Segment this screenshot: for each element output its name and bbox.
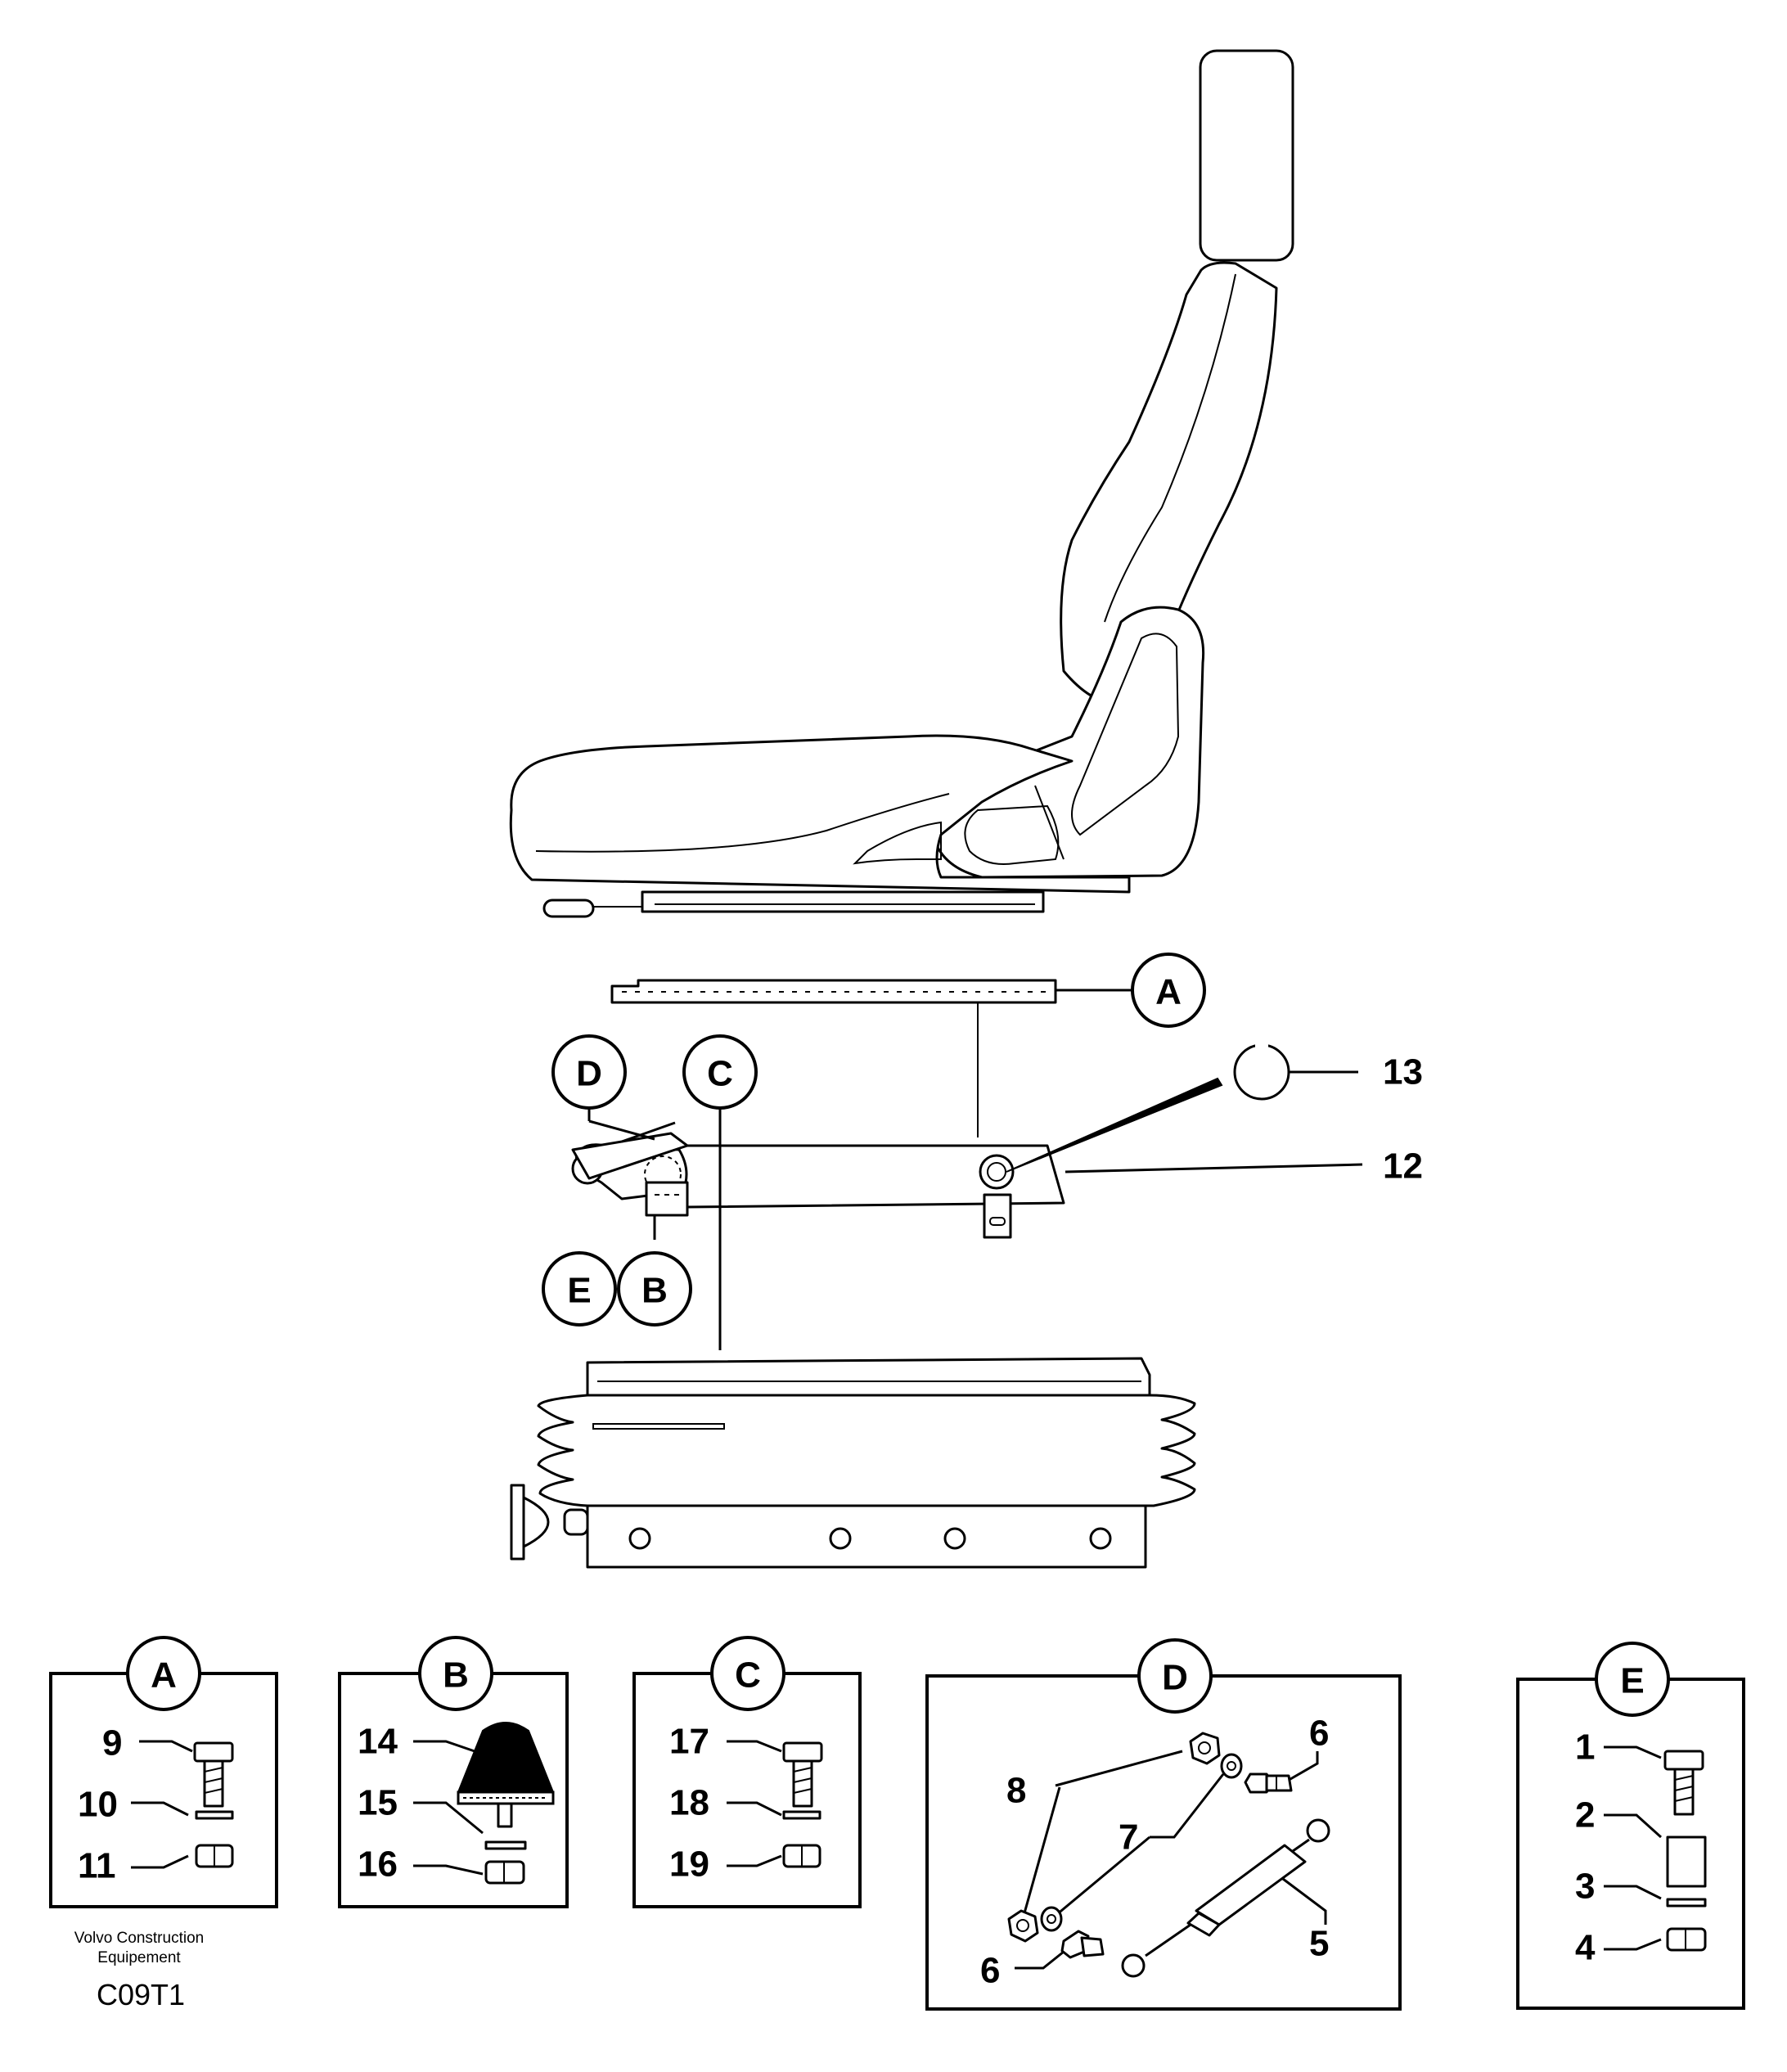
washer-10 (195, 1810, 234, 1820)
svg-text:D: D (576, 1054, 602, 1094)
pivot-right (979, 1154, 1015, 1190)
svg-text:C: C (735, 1655, 761, 1696)
svg-text:10: 10 (78, 1785, 118, 1825)
seat-slide-rail (641, 890, 1045, 913)
bolt-17 (782, 1741, 823, 1808)
drawing-code: C09T1 (97, 1978, 185, 2011)
svg-text:B: B (443, 1655, 469, 1696)
svg-text:3: 3 (1575, 1867, 1595, 1907)
scissor-frame (571, 1121, 1065, 1239)
detail-box-A: A 9 10 11 (49, 1636, 278, 1908)
nut-8-upper (1189, 1732, 1221, 1765)
suspension-base (510, 1357, 1196, 1569)
callout-E: E (542, 1251, 617, 1327)
washer-15 (484, 1840, 527, 1850)
label-13: 13 (1383, 1052, 1423, 1092)
nut-8-lower (1007, 1909, 1039, 1943)
knob-shaft (563, 1508, 589, 1536)
ball-stud-6-lower (1060, 1930, 1105, 1959)
headrest (1199, 49, 1294, 262)
detail-box-D: D 8 7 6 6 5 (925, 1638, 1402, 2011)
bolt-1 (1663, 1750, 1704, 1816)
brand-block: Volvo Construction Equipement C09T1 (74, 1930, 204, 2011)
svg-text:E: E (567, 1271, 591, 1311)
bolt-9 (193, 1741, 234, 1808)
washer-7-upper (1220, 1753, 1243, 1779)
svg-text:2: 2 (1575, 1795, 1595, 1836)
svg-text:5: 5 (1309, 1924, 1329, 1964)
svg-text:D: D (1162, 1658, 1188, 1698)
svg-text:1: 1 (1575, 1727, 1595, 1768)
cushion-seam (535, 793, 950, 853)
recliner-cutout-upper (1071, 633, 1180, 836)
svg-text:9: 9 (102, 1723, 122, 1763)
spacer-2 (1666, 1836, 1707, 1888)
detail-box-B: B 14 15 16 (338, 1636, 569, 1908)
recliner-rib (1034, 785, 1065, 860)
svg-text:17: 17 (669, 1722, 709, 1762)
svg-text:C: C (707, 1054, 733, 1094)
svg-text:7: 7 (1119, 1818, 1138, 1858)
svg-text:B: B (641, 1271, 668, 1311)
seat-cushion (509, 734, 1131, 894)
lever-arm (571, 1132, 689, 1180)
ball-stud-6-upper (1244, 1772, 1293, 1794)
knob-front (510, 1484, 525, 1561)
circlip-13 (1233, 1043, 1290, 1101)
svg-text:8: 8 (1006, 1771, 1026, 1811)
callout-C: C (682, 1034, 758, 1110)
callout-B: B (617, 1251, 692, 1327)
bellows (537, 1394, 1196, 1507)
washer-7-lower (1040, 1906, 1063, 1932)
slide-handle (542, 899, 595, 918)
svg-text:E: E (1620, 1661, 1644, 1701)
detail-box-C: C 17 18 19 (632, 1636, 862, 1908)
svg-text:6: 6 (1309, 1714, 1329, 1754)
svg-text:4: 4 (1575, 1928, 1596, 1968)
brand-line-2: Equipement (97, 1949, 181, 1966)
svg-text:18: 18 (669, 1783, 709, 1823)
cushion-adjust-lever (853, 821, 942, 865)
detail-box-E: E 1 2 3 4 (1516, 1642, 1745, 2010)
washer-3 (1666, 1898, 1707, 1908)
callout-A: A (1131, 953, 1206, 1028)
rubber-buffer-14 (457, 1722, 555, 1828)
gas-spring-5 (1121, 1818, 1330, 1978)
svg-text:14: 14 (358, 1722, 398, 1762)
washer-18 (782, 1810, 821, 1820)
base-plate (586, 1504, 1147, 1569)
bracket (983, 1193, 1012, 1239)
upper-rail-plate (610, 979, 1057, 1137)
svg-text:11: 11 (78, 1846, 116, 1886)
backrest-seam (1104, 273, 1236, 623)
svg-text:15: 15 (358, 1783, 398, 1823)
callout-D: D (551, 1034, 627, 1110)
svg-text:6: 6 (980, 1951, 1000, 1991)
svg-text:19: 19 (669, 1845, 709, 1885)
label-12: 12 (1383, 1146, 1423, 1187)
svg-text:A: A (151, 1655, 177, 1696)
svg-text:A: A (1155, 972, 1182, 1012)
seat-assembly (509, 49, 1294, 918)
svg-text:16: 16 (358, 1845, 398, 1885)
recliner-cutout-lower (964, 804, 1060, 865)
brand-line-1: Volvo Construction (74, 1930, 204, 1947)
